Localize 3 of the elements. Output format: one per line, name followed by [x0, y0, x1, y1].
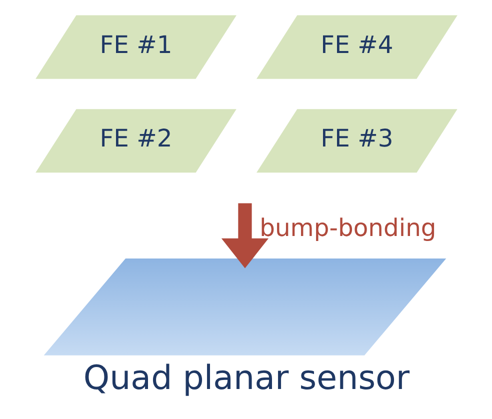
- edge-label: bump-bonding: [259, 214, 436, 242]
- caption: Quad planar sensor: [82, 358, 410, 397]
- arrow: [220, 203, 268, 268]
